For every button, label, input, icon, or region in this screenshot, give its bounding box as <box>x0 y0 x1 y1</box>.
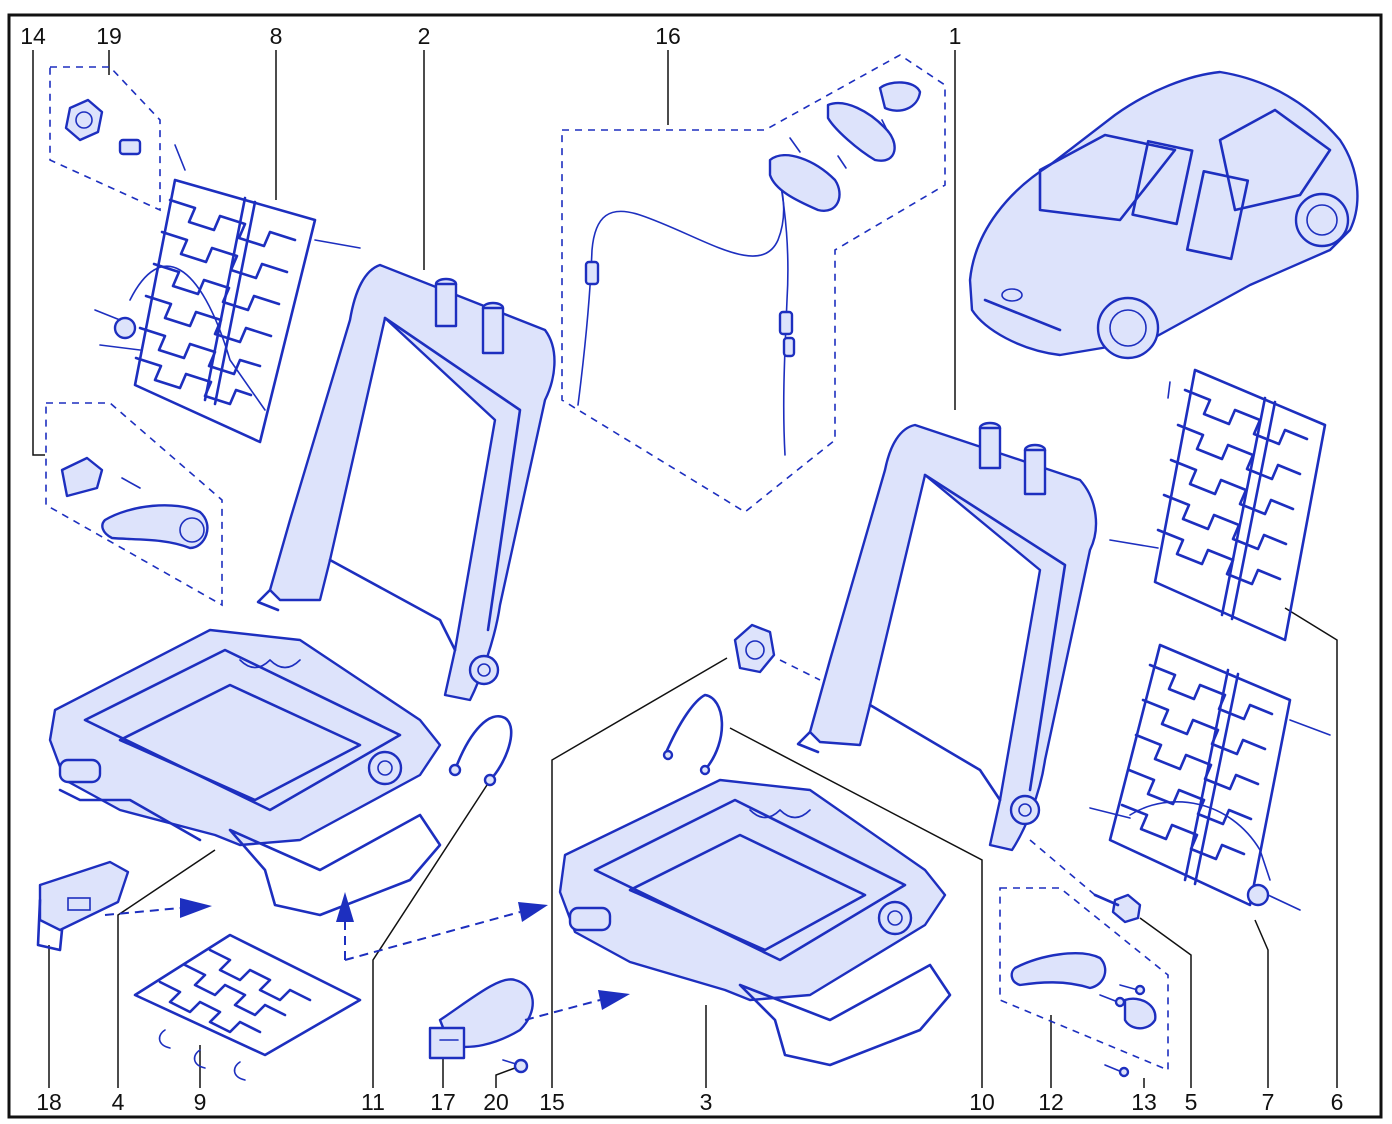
callout-labels: 14 19 8 2 16 1 18 4 9 11 17 20 15 3 10 1… <box>20 23 1343 1115</box>
callout-18: 18 <box>36 1089 62 1115</box>
callout-10: 10 <box>969 1089 995 1115</box>
callout-17: 17 <box>430 1089 456 1115</box>
part-14-lever <box>60 456 209 550</box>
callout-4: 4 <box>112 1089 125 1115</box>
callout-14: 14 <box>20 23 46 49</box>
callout-16: 16 <box>655 23 681 49</box>
assembly-arrows <box>104 892 630 1021</box>
callout-2: 2 <box>418 23 431 49</box>
kit-12-outline <box>999 887 1169 1072</box>
part-7-spring-mat <box>1089 643 1331 911</box>
part-17-side-cover <box>428 978 534 1060</box>
callout-15: 15 <box>539 1089 565 1115</box>
part-16-cable-kit <box>577 81 922 456</box>
callout-12: 12 <box>1038 1089 1064 1115</box>
car-illustration <box>968 70 1359 360</box>
part-12-handle <box>1010 952 1157 1030</box>
leader-lines <box>32 50 1338 1088</box>
kit-19-outline <box>49 66 161 212</box>
callout-5: 5 <box>1185 1089 1198 1115</box>
diagram-frame <box>7 13 1383 1119</box>
part-11-cable-loop <box>448 715 513 787</box>
callout-6: 6 <box>1331 1089 1344 1115</box>
part-15-knob <box>733 623 821 681</box>
callout-1: 1 <box>949 23 962 49</box>
callout-13: 13 <box>1131 1089 1157 1115</box>
callout-20: 20 <box>483 1089 509 1115</box>
part-2-backrest-frame <box>256 263 556 702</box>
callout-7: 7 <box>1262 1089 1275 1115</box>
callout-11: 11 <box>361 1089 385 1115</box>
part-4-seat-base <box>48 628 442 917</box>
part-8-backrest-spring-mat <box>94 144 361 444</box>
part-6-spring-mat <box>1109 368 1327 642</box>
callout-3: 3 <box>700 1089 713 1115</box>
part-10-cable-loop <box>662 693 724 776</box>
part-9-seat-spring-mat <box>133 933 362 1081</box>
part-18-clip <box>36 860 130 952</box>
part-3-seat-base <box>558 778 952 1067</box>
kit-outlines <box>45 54 1169 1072</box>
callout-9: 9 <box>194 1089 207 1115</box>
kit-14-outline <box>45 402 223 607</box>
part-20-screw <box>502 1058 529 1074</box>
callout-19: 19 <box>96 23 122 49</box>
kit-16-outline <box>561 54 946 513</box>
part-13-screws <box>1099 984 1146 1078</box>
callout-8: 8 <box>270 23 283 49</box>
part-1-backrest-frame <box>796 421 1098 852</box>
part-5-bolt <box>1029 839 1142 924</box>
part-19-knobs <box>64 98 142 156</box>
